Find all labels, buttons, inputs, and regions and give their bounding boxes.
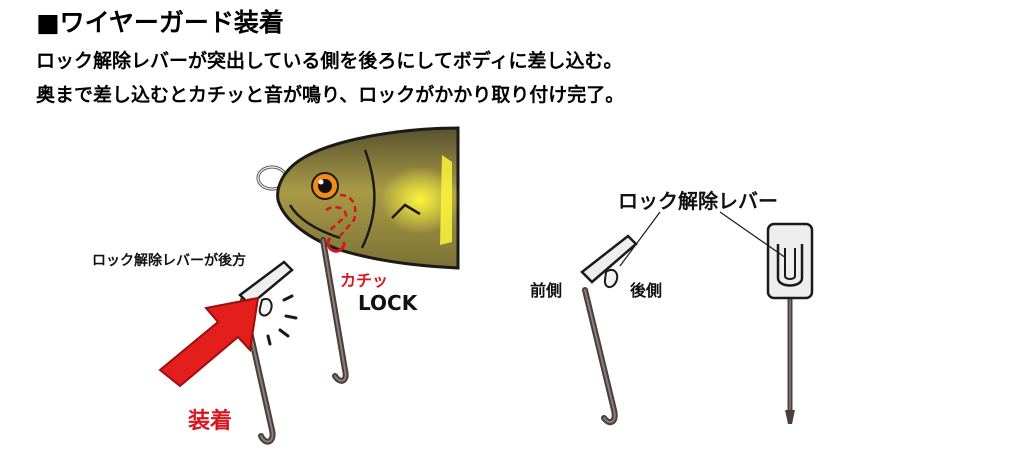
wire-guard-installing bbox=[238, 260, 294, 445]
instruction-header: ■ワイヤーガード装着 ロック解除レバーが突出している側を後ろにしてボディに差し込… bbox=[36, 6, 624, 110]
label-front: 前側 bbox=[530, 281, 562, 300]
leader-lines bbox=[619, 211, 787, 267]
wire-guard-top-view bbox=[766, 222, 814, 424]
install-arrow bbox=[158, 296, 260, 388]
wire-guard-side-view bbox=[580, 234, 638, 426]
label-install: 装着 bbox=[188, 408, 232, 434]
section-title: ■ワイヤーガード装着 bbox=[36, 8, 284, 37]
lock-click-mark bbox=[326, 237, 346, 253]
label-lever: ロック解除レバー bbox=[618, 189, 778, 213]
label-lever-back: ロック解除レバーが後方 bbox=[92, 252, 246, 269]
label-click: カチッ bbox=[340, 271, 388, 290]
label-lock: LOCK bbox=[358, 291, 419, 315]
instruction-line-2: 奥まで差し込むとカチッと音が鳴り、ロックがかかり取り付け完了。 bbox=[36, 84, 625, 106]
label-back: 後側 bbox=[630, 281, 662, 300]
instruction-line-1: ロック解除レバーが突出している側を後ろにしてボディに差し込む。 bbox=[36, 50, 623, 72]
lure-body bbox=[256, 126, 460, 270]
motion-lines bbox=[266, 294, 298, 346]
